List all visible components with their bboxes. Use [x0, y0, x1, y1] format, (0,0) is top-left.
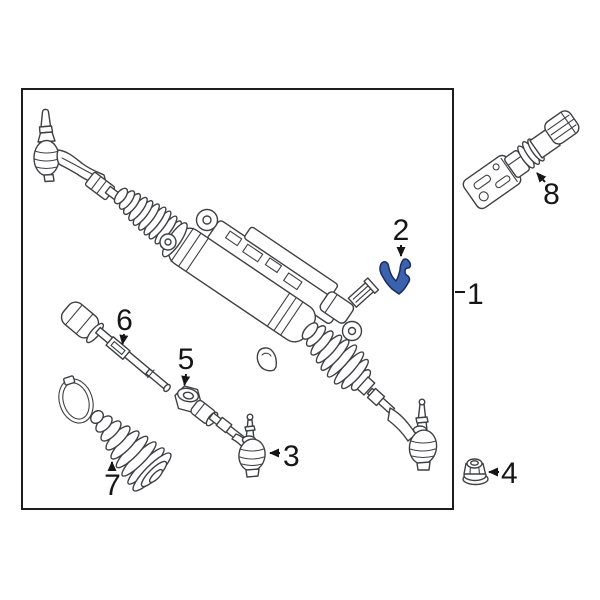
- right-bellows-boot: [301, 322, 376, 396]
- grommet: [256, 347, 278, 372]
- callout-5[interactable]: 5: [178, 343, 195, 386]
- callout-8[interactable]: 8: [536, 172, 560, 211]
- callout-2-label[interactable]: 2: [393, 214, 410, 247]
- callout-2[interactable]: 2: [393, 214, 410, 257]
- callout-1[interactable]: 1: [455, 278, 484, 311]
- callout-6-label[interactable]: 6: [116, 304, 133, 337]
- part-7-boot-and-clamp: [58, 375, 172, 492]
- callout-7-label[interactable]: 7: [104, 469, 121, 502]
- part-4-lock-nut: [462, 458, 489, 486]
- part-6-inner-tie-rod: [60, 301, 171, 393]
- diagram-frame: [21, 88, 454, 510]
- callout-7[interactable]: 7: [104, 461, 121, 502]
- gear-housing: [159, 208, 380, 372]
- callout-3[interactable]: 3: [269, 440, 300, 473]
- callout-6[interactable]: 6: [116, 304, 133, 345]
- part-3-outer-tie-rod-end: [190, 399, 266, 478]
- callout-5-label[interactable]: 5: [178, 343, 195, 376]
- callout-1-label[interactable]: 1: [467, 278, 484, 311]
- callout-4[interactable]: 4: [488, 457, 518, 490]
- right-tie-rod-end: [366, 387, 438, 471]
- left-tie-rod-end: [33, 108, 126, 205]
- part-8-coupling-u-joint-shaft: [462, 110, 580, 210]
- pinion-input-shaft: [347, 277, 380, 308]
- callout-4-label[interactable]: 4: [501, 457, 518, 490]
- part-1-steering-gear-assembly: [33, 108, 438, 471]
- callout-3-label[interactable]: 3: [283, 440, 300, 473]
- callout-8-label[interactable]: 8: [543, 178, 560, 211]
- part-2-retaining-clip: [379, 258, 412, 295]
